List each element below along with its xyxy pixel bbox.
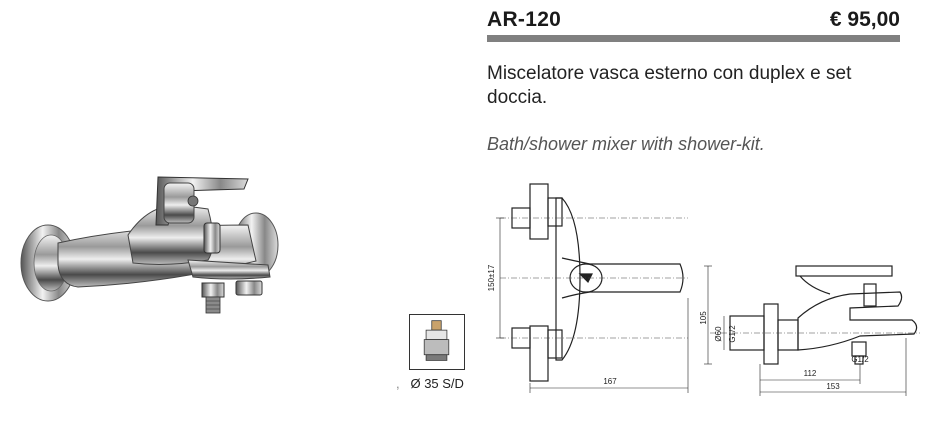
dim-height-label: 105 [700,311,708,325]
dim-height-label: 150±17 [487,264,496,291]
cartridge-icon [423,320,450,361]
side-view-drawing: 105 Ø60 G1/2 G1/2 112 153 [700,265,920,396]
description-italian: Miscelatore vasca esterno con duplex e s… [487,63,852,108]
cartridge-label: , Ø 35 S/D [396,376,464,391]
product-code: AR-120 [487,8,562,31]
product-price: € 95,00 [829,8,900,31]
dim-inlet-label: G1/2 [728,325,737,343]
dim-depth-total-label: 153 [826,382,840,391]
dim-outlet-label: G1/2 [851,355,869,364]
dim-depth-inner-label: 112 [804,369,817,378]
dim-diameter-label: Ø60 [714,326,723,342]
cartridge-size: Ø 35 S/D [410,376,464,391]
header-rule [487,35,900,42]
bullet-mark: , [396,376,400,391]
dim-width-label: 167 [603,377,617,386]
product-photo [20,176,279,314]
front-view-drawing: 150±17 167 [487,183,689,393]
cartridge-box [409,314,465,370]
description-english: Bath/shower mixer with shower-kit. [487,134,765,154]
